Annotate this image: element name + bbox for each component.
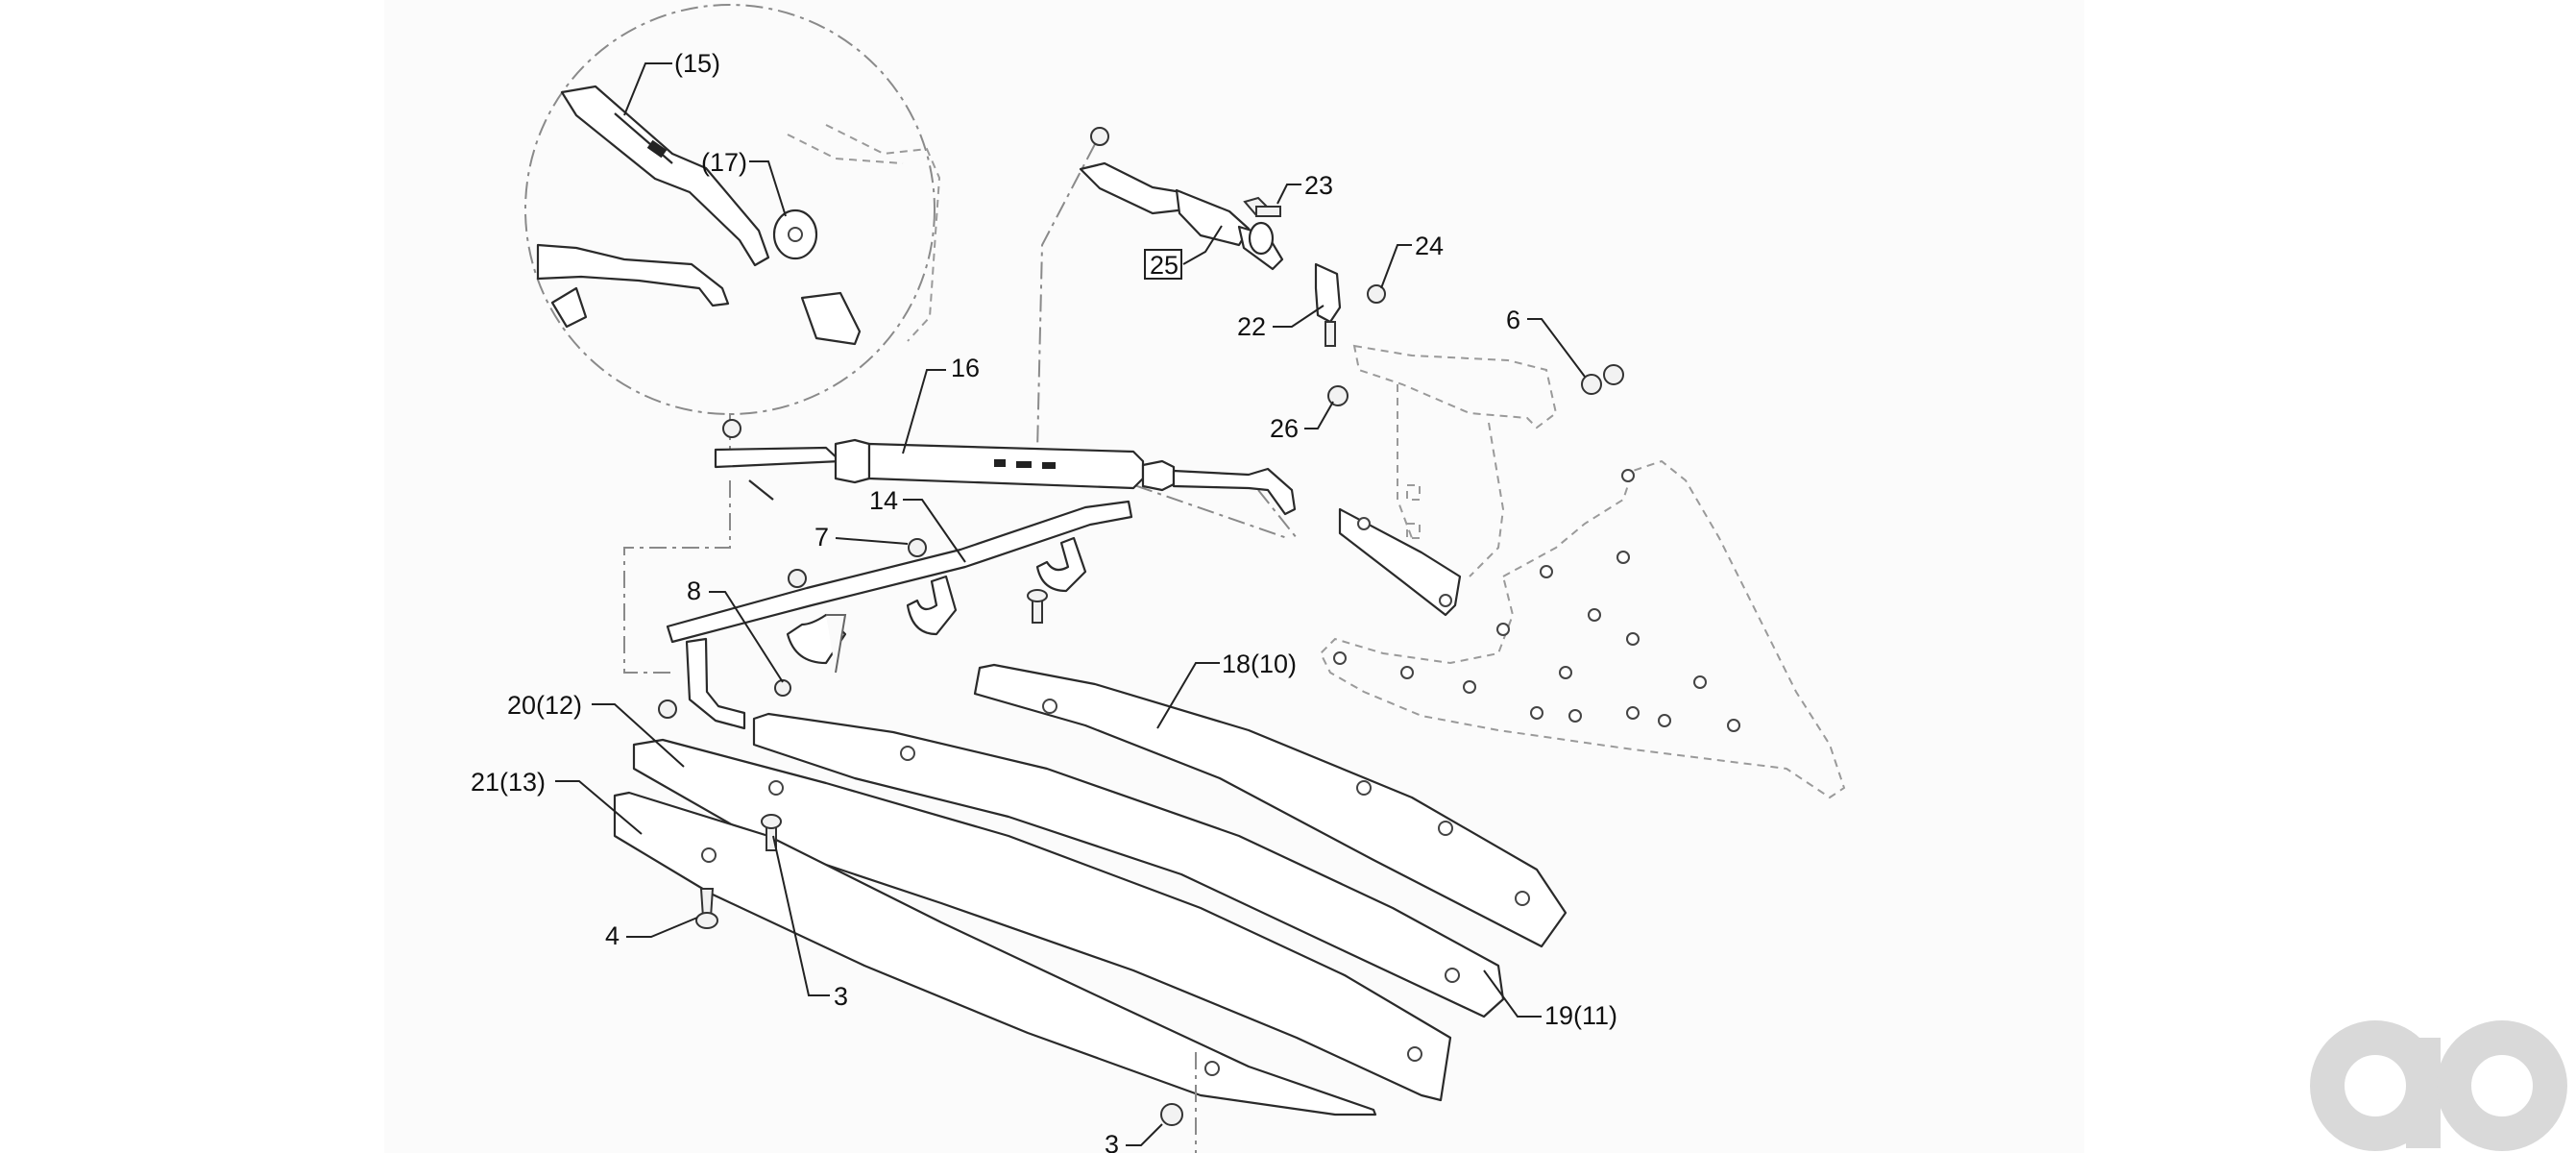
detail-inset-bracket: [550, 124, 941, 346]
detail-inset-washer: [772, 209, 818, 260]
callout-8: 8: [687, 576, 701, 605]
part-21-blade: 21(13): [471, 768, 1377, 1153]
detail-inset-boundary: [524, 4, 936, 415]
callout-25: 25: [1150, 251, 1179, 280]
callout-3-lower: 3: [1105, 1130, 1119, 1153]
detail-inset: (15) (17): [524, 4, 941, 501]
ao-logo-icon: [2310, 1020, 2567, 1151]
callout-18: 18(10): [1222, 650, 1297, 678]
plow-frame-outline: [1319, 344, 1846, 799]
callout-23: 23: [1304, 171, 1333, 200]
part-14-curved-bar: 14 7 8: [658, 486, 1133, 730]
callout-20: 20(12): [507, 691, 582, 720]
upper-right-rod-assembly: 23 25 24 22 26 6: [1079, 127, 1624, 443]
part-18-plate: 18(10): [973, 650, 1567, 948]
callout-26: 26: [1270, 414, 1299, 443]
callout-14: 14: [869, 486, 898, 515]
callout-6: 6: [1506, 306, 1520, 334]
callout-4: 4: [605, 921, 620, 950]
part-19-plate: 19(11): [752, 712, 1617, 1030]
detail-inset-rod: [536, 85, 774, 501]
callout-24: 24: [1415, 232, 1444, 260]
callout-16: 16: [951, 354, 980, 382]
part-16-adjustment-rod: 16: [714, 354, 1297, 516]
callout-25-box: [1144, 249, 1182, 280]
callout-3-upper: 3: [834, 982, 848, 1011]
callout-19: 19(11): [1544, 1001, 1617, 1030]
callout-7: 7: [814, 523, 829, 552]
callout-22: 22: [1237, 312, 1266, 341]
callout-21: 21(13): [471, 768, 546, 797]
bolts: 4 3 3: [605, 814, 1183, 1153]
callout-15: (15): [674, 49, 720, 78]
callout-17: (17): [701, 148, 747, 177]
